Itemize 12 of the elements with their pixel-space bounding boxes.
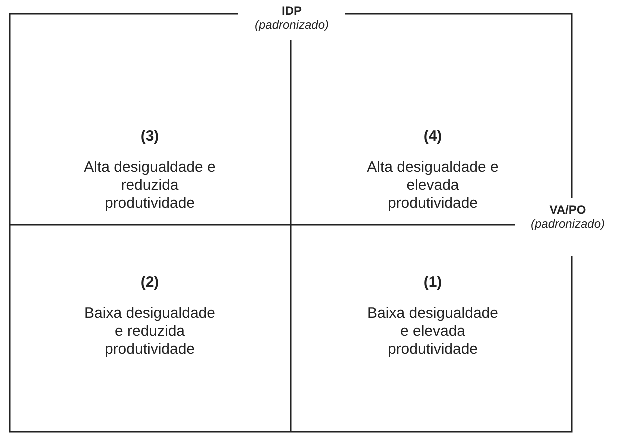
quadrant-number: (2)	[140, 274, 160, 291]
axis-title: IDP	[282, 4, 302, 18]
quadrant-number: (4)	[424, 128, 442, 145]
axis-subtitle: (padronizado)	[254, 18, 330, 32]
quadrant-description: Baixa desigualdade e elevada produtividade	[366, 305, 500, 359]
axis-subtitle: (padronizado)	[530, 217, 606, 231]
quadrant-description: Baixa desigualdade e reduzida produtividade	[84, 305, 216, 359]
quadrant-description: Alta desigualdade e elevada produtividade	[366, 159, 500, 213]
quadrant-number: (1)	[424, 274, 442, 291]
quadrant-number: (3)	[140, 128, 160, 145]
quadrant-description: Alta desigualdade e reduzida produtividade	[83, 159, 217, 213]
axis-title: VA/PO	[550, 203, 586, 217]
